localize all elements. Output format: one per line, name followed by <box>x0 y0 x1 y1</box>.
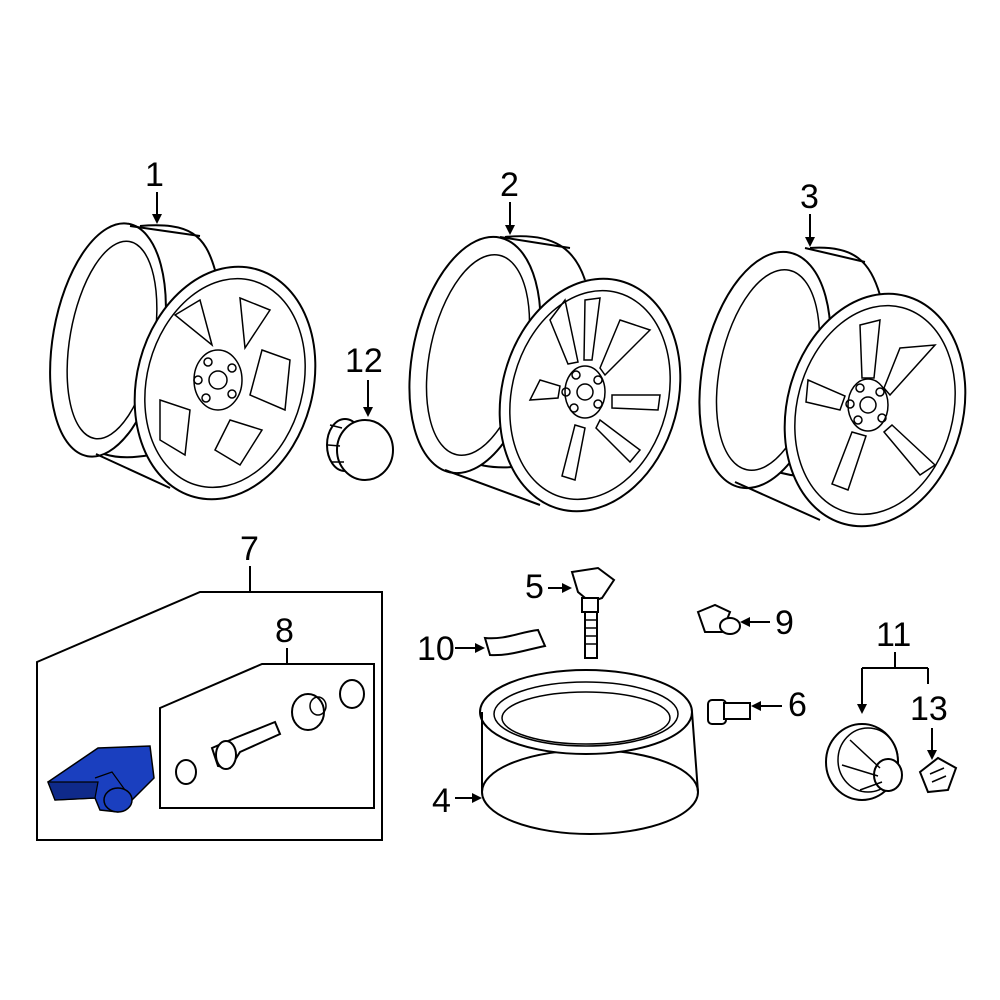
tpms-sensor[interactable] <box>47 745 155 813</box>
callout-2: 2 <box>500 166 519 235</box>
spare-wheel-4[interactable] <box>479 669 699 835</box>
strap-10[interactable] <box>483 628 547 657</box>
wheel-3[interactable] <box>679 240 990 547</box>
svg-text:6: 6 <box>788 686 807 724</box>
svg-text:2: 2 <box>500 166 519 204</box>
valve-kit-box-8 <box>159 663 375 809</box>
callout-8: 8 <box>275 612 294 664</box>
emblem-13[interactable] <box>918 756 958 794</box>
tpms-assembly-box-7 <box>36 591 383 841</box>
callout-13: 13 <box>910 690 948 760</box>
svg-text:8: 8 <box>275 612 294 650</box>
center-cap-12[interactable] <box>326 418 394 481</box>
callout-4: 4 <box>432 782 482 820</box>
svg-text:3: 3 <box>800 178 819 216</box>
callout-5: 5 <box>525 568 572 606</box>
callout-9: 9 <box>740 604 794 642</box>
callout-1: 1 <box>145 156 164 224</box>
hold-down-bolt-5[interactable] <box>570 566 616 659</box>
valve-parts[interactable] <box>175 679 365 785</box>
callout-10: 10 <box>417 630 485 668</box>
callout-6: 6 <box>751 686 807 724</box>
svg-text:4: 4 <box>432 782 451 820</box>
callout-3: 3 <box>800 178 819 247</box>
valve-stem-6[interactable] <box>707 699 751 725</box>
hub-cap-11[interactable] <box>825 723 903 801</box>
lug-nut-9[interactable] <box>696 603 741 635</box>
svg-text:9: 9 <box>775 604 794 642</box>
svg-text:10: 10 <box>417 630 455 668</box>
callout-12: 12 <box>345 342 383 417</box>
svg-text:5: 5 <box>525 568 544 606</box>
callout-7: 7 <box>240 530 259 592</box>
svg-text:11: 11 <box>876 616 911 654</box>
svg-text:7: 7 <box>240 530 259 568</box>
wheel-2[interactable] <box>389 225 705 532</box>
wheel-1[interactable] <box>33 214 340 520</box>
svg-text:13: 13 <box>910 690 948 728</box>
callout-11: 11 <box>857 616 929 714</box>
svg-text:12: 12 <box>345 342 383 380</box>
svg-text:1: 1 <box>145 156 164 194</box>
